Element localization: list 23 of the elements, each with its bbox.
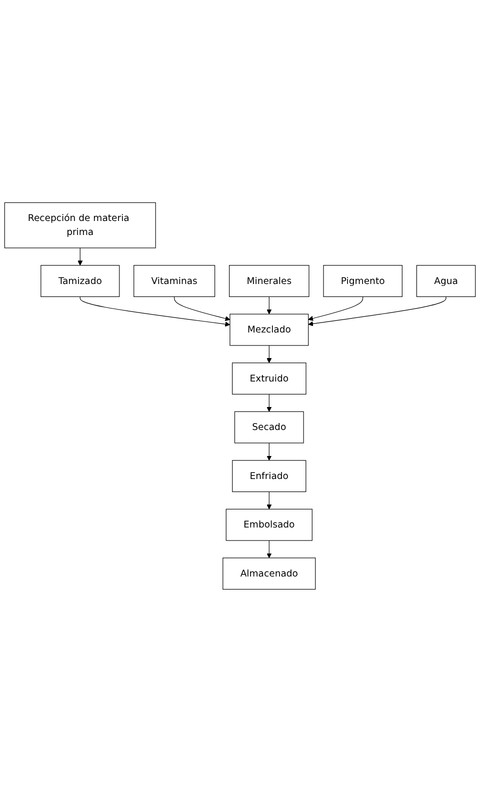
arrow	[266, 442, 272, 460]
arrow	[80, 296, 230, 326]
arrow	[308, 296, 364, 320]
arrow	[266, 393, 272, 412]
arrow	[174, 296, 230, 321]
node-box: Almacenado	[222, 557, 316, 590]
node-box: Recepción de materia prima	[4, 202, 156, 248]
arrow	[78, 247, 83, 266]
node-box: Mezclado	[230, 313, 309, 346]
arrow	[266, 540, 272, 558]
node-box: Embolsado	[226, 508, 312, 540]
arrow	[266, 344, 272, 363]
node-box: Extruido	[232, 362, 306, 394]
node-box: Pigmento	[323, 264, 402, 297]
node-box: Enfriado	[232, 460, 306, 492]
node-box: Tamizado	[40, 264, 120, 297]
node-box: Agua	[416, 264, 476, 297]
arrow	[308, 296, 446, 326]
arrow	[266, 296, 272, 314]
node-box: Secado	[234, 410, 304, 443]
node-box: Minerales	[229, 264, 310, 297]
arrow	[266, 490, 272, 509]
node-box: Vitaminas	[134, 264, 216, 297]
